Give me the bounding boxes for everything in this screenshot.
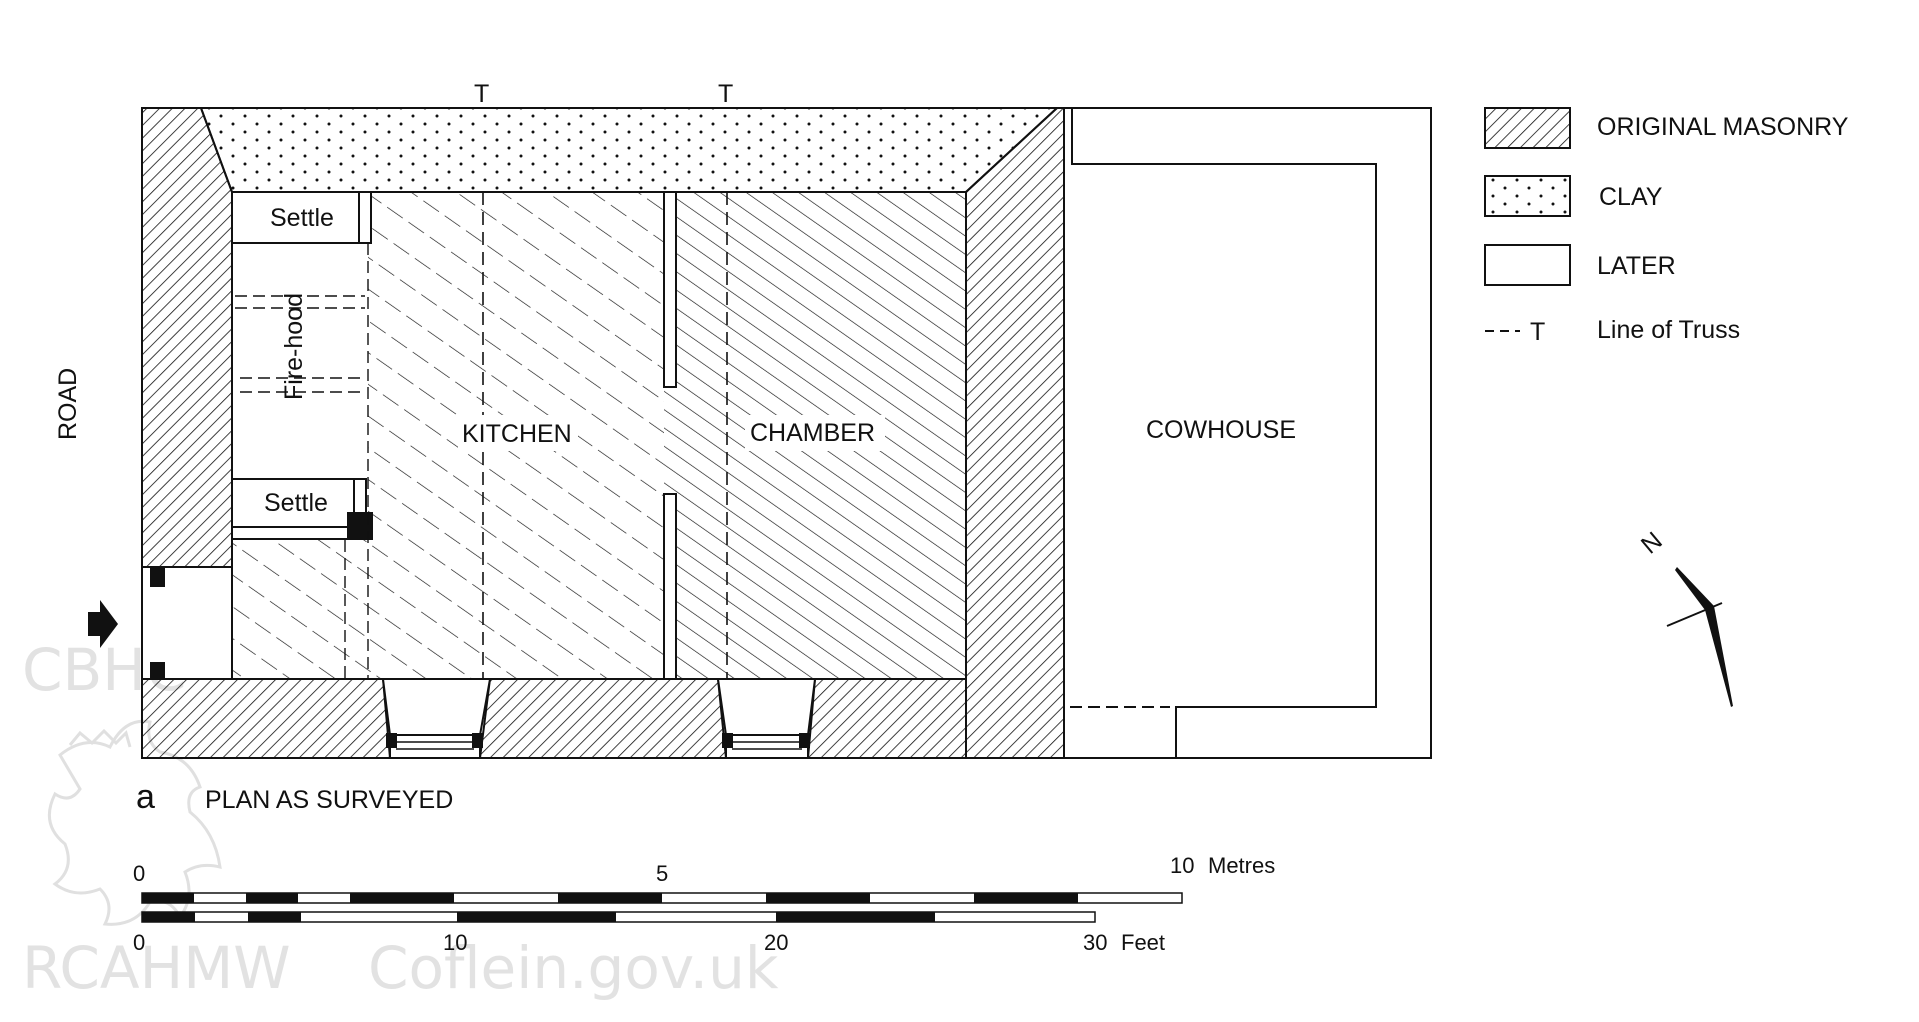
settle-label: Settle xyxy=(264,489,328,517)
fire-hood-lines xyxy=(235,243,369,679)
south-wall-middle xyxy=(478,678,728,759)
scale-tick: 5 xyxy=(656,861,668,886)
scale-unit-feet: Feet xyxy=(1121,930,1165,955)
partition-upper xyxy=(663,191,677,388)
plan-letter: a xyxy=(136,778,155,816)
legend-label-truss: Line of Truss xyxy=(1597,316,1740,344)
legend-label-later: LATER xyxy=(1597,252,1676,280)
scale-tick: 0 xyxy=(133,930,145,955)
legend-label-masonry: ORIGINAL MASONRY xyxy=(1597,113,1849,141)
settle-label: Settle xyxy=(270,204,334,232)
scale-unit-metres: Metres xyxy=(1208,853,1275,878)
west-wall xyxy=(141,107,233,568)
scale-tick: 0 xyxy=(133,861,145,886)
settle-south: Settle xyxy=(231,478,373,540)
main-house-plan: Settle Settle Fire-hood T T KITCHEN xyxy=(88,80,1065,759)
plan-title: PLAN AS SURVEYED xyxy=(205,786,453,814)
scale-tick: 30 xyxy=(1083,930,1107,955)
clay-wall xyxy=(199,107,1060,193)
cowhouse-label: COWHOUSE xyxy=(1146,416,1296,444)
door-jamb xyxy=(150,662,165,679)
truss-marker-chamber: T xyxy=(718,80,733,108)
south-wall-west xyxy=(141,678,392,759)
east-wall xyxy=(965,107,1065,759)
window-chamber xyxy=(716,678,817,759)
legend-swatch-later xyxy=(1484,244,1571,286)
fire-hood-label: Fire-hood xyxy=(280,293,308,400)
scale-tick: 10 xyxy=(1170,853,1194,878)
door-jamb xyxy=(150,567,165,587)
post xyxy=(347,512,373,540)
watermark-bottom-text: RCAHMW xyxy=(22,934,291,1002)
legend: ORIGINAL MASONRY CLAY LATER T Line of Tr… xyxy=(1484,107,1849,346)
legend-swatch-masonry xyxy=(1484,107,1571,149)
scale-tick: 20 xyxy=(764,930,788,955)
window-kitchen xyxy=(381,678,492,759)
legend-label-clay: CLAY xyxy=(1599,183,1663,211)
south-wall-east xyxy=(806,678,967,759)
truss-marker-kitchen: T xyxy=(474,80,489,108)
settle-north: Settle xyxy=(231,191,372,244)
chamber-label: CHAMBER xyxy=(750,419,875,447)
legend-truss-symbol: T xyxy=(1530,318,1545,346)
north-arrow-icon: N xyxy=(1636,527,1733,707)
legend-swatch-clay xyxy=(1484,175,1571,217)
scale-bar-metres: 0 5 10 Metres xyxy=(133,853,1275,904)
north-label: N xyxy=(1636,527,1668,560)
cowhouse-plan: COWHOUSE xyxy=(1063,107,1432,759)
scale-bar-feet: 0 10 20 30 Feet xyxy=(133,911,1165,955)
scale-tick: 10 xyxy=(443,930,467,955)
entrance-arrow-icon xyxy=(88,600,118,648)
partition-lower xyxy=(663,493,677,680)
road-label: ROAD xyxy=(54,368,82,440)
watermark-site-text: Coflein.gov.uk xyxy=(368,934,779,1002)
kitchen-label: KITCHEN xyxy=(462,420,572,448)
